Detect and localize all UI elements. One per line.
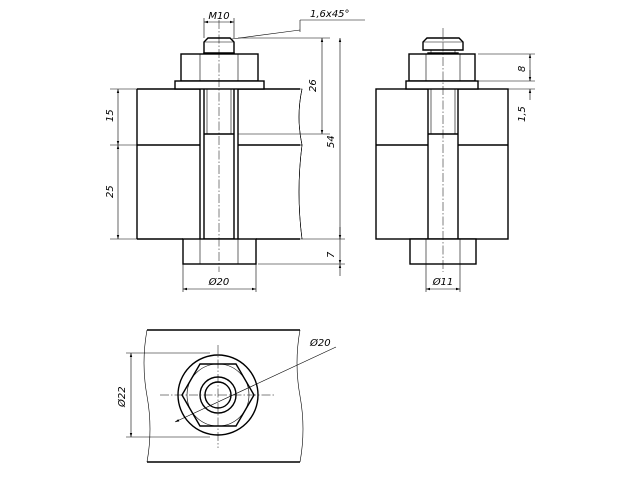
dim-washer-diameter: Ø20	[309, 337, 331, 349]
side-nut	[408, 53, 476, 82]
front-washer	[174, 80, 265, 90]
side-washer	[405, 80, 479, 90]
dim-thread: M10	[208, 11, 229, 22]
front-upper-plate-right	[237, 88, 303, 146]
dim-nut-across-corners: Ø22	[116, 386, 128, 408]
front-lower-plate	[136, 144, 201, 240]
dim-bolt-length: 54	[326, 135, 337, 148]
dim-head-height: 7	[326, 251, 337, 258]
front-bolt-head	[182, 238, 257, 265]
front-lower-plate-right	[237, 144, 303, 240]
dim-plate-bottom: 25	[105, 185, 116, 198]
dim-thread-length: 26	[308, 79, 319, 92]
side-dimensions: 8 1,5 Ø11	[425, 53, 535, 292]
front-upper-plate	[136, 88, 201, 146]
dim-washer-thickness: 1,5	[517, 106, 528, 122]
dim-chamfer: 1,6x45°	[310, 9, 350, 20]
dim-nut-height: 8	[517, 66, 528, 72]
side-view	[375, 28, 509, 272]
top-dimensions: Ø22 Ø20	[116, 337, 337, 438]
top-view	[143, 329, 304, 463]
dim-plate-top: 15	[105, 109, 116, 122]
dim-hole-diameter: Ø11	[432, 276, 454, 288]
dim-head-diameter: Ø20	[208, 276, 230, 288]
front-dimensions: M10 1,6x45° 26 54 7 15 25 Ø20	[105, 9, 365, 292]
front-view	[136, 20, 303, 272]
front-nut	[180, 53, 259, 82]
